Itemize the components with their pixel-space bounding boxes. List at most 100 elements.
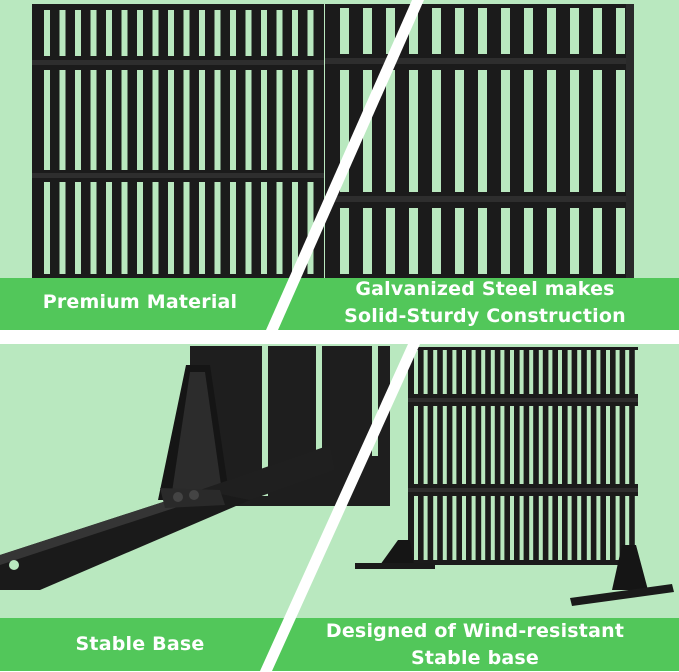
slat-gap <box>570 208 579 274</box>
slat-gap <box>214 10 221 56</box>
slat-gap <box>510 350 514 394</box>
slat-gap <box>490 496 495 560</box>
slat-gap <box>245 10 252 56</box>
slat-gap <box>276 182 283 274</box>
slat-gap <box>529 496 534 560</box>
slat-gap <box>199 70 205 170</box>
slat-gap <box>44 70 50 170</box>
slat-gap <box>625 350 630 394</box>
slat-gap <box>137 70 143 170</box>
slat-gap <box>137 182 143 274</box>
slat-gap <box>442 350 447 394</box>
slat-gap <box>625 496 630 560</box>
slat-gap <box>183 182 190 274</box>
slat-gap <box>75 10 81 56</box>
slat-gap <box>442 406 447 484</box>
slat-gap <box>615 496 620 560</box>
slat-gap <box>529 350 534 394</box>
slat-gap <box>558 496 562 560</box>
top-diagonal-divider <box>266 0 424 330</box>
caption-line: Solid-Sturdy Construction <box>344 305 626 327</box>
slat-gap <box>524 208 533 274</box>
slat-gap <box>245 70 252 170</box>
slat-gap <box>586 350 591 394</box>
slat-gap <box>199 182 205 274</box>
slat-gap <box>90 10 97 56</box>
slat-gap <box>152 10 159 56</box>
top-right-fence-photo <box>325 4 634 278</box>
slat-gap <box>90 182 97 274</box>
slat-gap <box>547 8 556 54</box>
slat-gap <box>538 496 543 560</box>
slat-gap <box>455 70 464 192</box>
slat-gap <box>152 70 159 170</box>
slat-gap <box>340 208 349 274</box>
slat-gap <box>214 70 221 170</box>
slat-gap <box>519 350 524 394</box>
slat-gap <box>386 8 395 54</box>
slat-gap <box>106 182 112 274</box>
slat-gap <box>616 208 625 274</box>
slat-gap <box>586 406 591 484</box>
caption-wind-resistant: Designed of Wind-resistant Stable base <box>290 618 660 672</box>
caption-line: Premium Material <box>42 291 238 313</box>
caption-premium-material: Premium Material <box>20 289 260 316</box>
top-left-fence-photo <box>32 4 324 278</box>
slat-gap <box>340 70 349 192</box>
slat-gap <box>452 496 457 560</box>
slat-gap <box>529 406 534 484</box>
slat-gap <box>442 496 447 560</box>
slat-gap <box>261 70 267 170</box>
slat-gap <box>433 406 438 484</box>
slat-gap <box>606 350 610 394</box>
slat-gap <box>414 496 418 560</box>
slat-gap <box>276 10 283 56</box>
slat-gap <box>409 208 418 274</box>
slat-gap <box>121 70 128 170</box>
slat-gap <box>59 70 66 170</box>
slat-gap <box>615 350 620 394</box>
slat-gap <box>261 182 267 274</box>
bottom-left-base-photo <box>0 346 390 590</box>
slat-gap <box>596 406 601 484</box>
slat-gap <box>409 70 418 192</box>
slat-gap <box>510 406 514 484</box>
top-caption-band <box>0 278 679 330</box>
slat-gap <box>547 70 556 192</box>
bottom-diagonal-divider <box>260 344 420 671</box>
slat-gap <box>634 350 639 394</box>
slat-gap <box>59 10 66 56</box>
slat-gap <box>340 8 349 54</box>
slat-gap <box>183 70 190 170</box>
caption-line: Designed of Wind-resistant <box>325 620 625 642</box>
slat-gap <box>307 70 314 170</box>
slat-gap <box>593 70 602 192</box>
slat-gap <box>548 350 553 394</box>
slat-gap <box>452 406 457 484</box>
slat-gap <box>634 406 639 484</box>
slat-gap <box>44 10 50 56</box>
slat-gap <box>567 406 572 484</box>
slat-gap <box>386 70 395 192</box>
slat-gap <box>137 10 143 56</box>
slat-gap <box>558 406 562 484</box>
slat-gap <box>59 182 66 274</box>
slat-gap <box>432 8 441 54</box>
slat-gap <box>616 70 625 192</box>
slat-gap <box>168 182 174 274</box>
slat-gap <box>214 182 221 274</box>
slat-gap <box>577 496 582 560</box>
slat-gap <box>478 8 487 54</box>
slat-gap <box>500 406 505 484</box>
slat-gap <box>634 496 639 560</box>
slat-gap <box>363 8 372 54</box>
center-gap <box>0 330 679 344</box>
slat-gap <box>455 8 464 54</box>
slat-gap <box>414 350 418 394</box>
slat-gap <box>524 70 533 192</box>
slat-gap <box>245 182 252 274</box>
slat-gap <box>501 8 510 54</box>
slat-gap <box>501 208 510 274</box>
slat-gap <box>500 496 505 560</box>
slat-gap <box>168 70 174 170</box>
